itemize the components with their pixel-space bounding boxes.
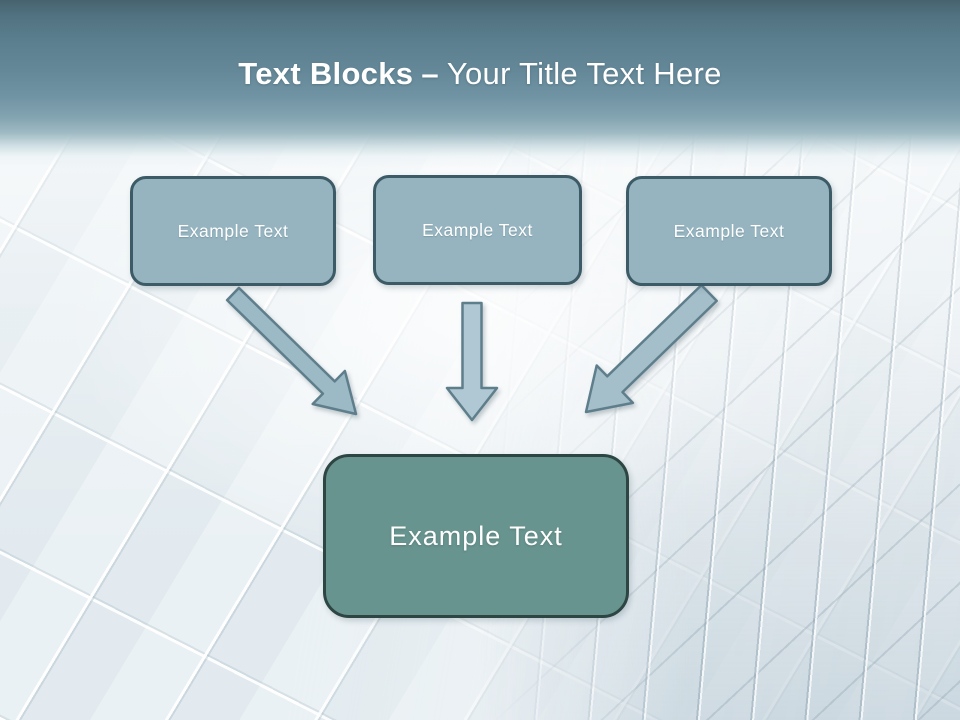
text-block-3: Example Text	[626, 176, 832, 286]
title-subtitle: Your Title Text Here	[446, 56, 722, 91]
text-block-bottom-label: Example Text	[389, 520, 563, 551]
text-block-1-label: Example Text	[177, 220, 289, 241]
title-emphasis: Text Blocks	[238, 56, 414, 91]
text-block-2: Example Text	[373, 175, 582, 285]
page-title: Text Blocks–Your Title Text Here	[0, 56, 960, 92]
arrow-from-block-1-icon	[225, 286, 358, 416]
arrow-from-block-2-icon	[445, 301, 499, 422]
arrow-from-block-3-icon	[584, 283, 718, 414]
header-band	[0, 0, 960, 168]
text-block-3-label: Example Text	[673, 220, 785, 241]
text-block-1: Example Text	[130, 176, 336, 286]
title-separator: –	[421, 56, 439, 91]
text-block-2-label: Example Text	[422, 219, 533, 240]
text-block-bottom: Example Text	[323, 454, 629, 618]
